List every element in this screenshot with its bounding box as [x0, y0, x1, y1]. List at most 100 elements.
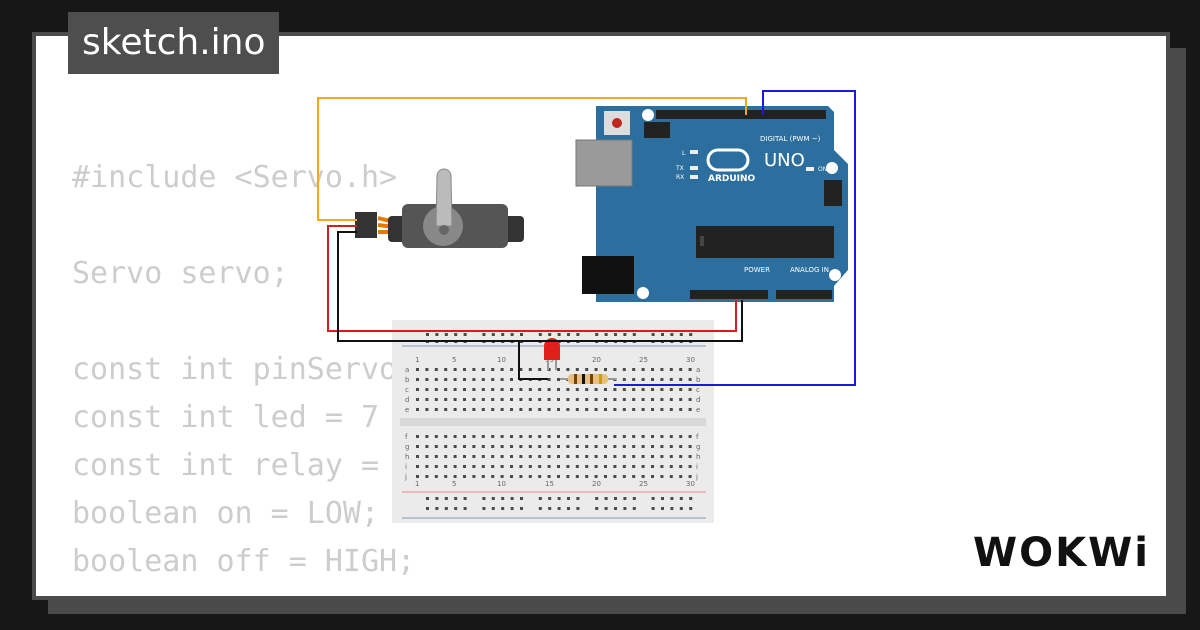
breadboard-hole [472, 475, 476, 478]
column-label: 30 [686, 480, 695, 488]
breadboard-hole [425, 398, 429, 401]
mounting-hole [642, 109, 654, 121]
breadboard-hole [566, 475, 570, 478]
breadboard-hole [453, 388, 457, 391]
breadboard-hole [426, 333, 429, 336]
breadboard-hole [528, 388, 532, 391]
servo-motor[interactable] [355, 168, 524, 248]
breadboard-hole [463, 475, 466, 478]
breadboard-hole [594, 445, 598, 448]
breadboard-hole [481, 435, 485, 438]
wire-red-power[interactable] [327, 225, 737, 332]
breadboard-hole [453, 368, 457, 371]
breadboard-hole [528, 445, 532, 448]
breadboard-hole [622, 368, 626, 371]
breadboard-hole [500, 475, 504, 478]
breadboard-hole [528, 408, 532, 411]
arduino-uno-board[interactable]: UNO ARDUINO DIGITAL (PWM ~) POWER ANALOG… [575, 106, 848, 302]
wire-orange-signal[interactable] [317, 97, 747, 221]
breadboard-hole [651, 435, 654, 438]
breadboard-hole [575, 445, 579, 448]
mounting-hole [829, 269, 841, 281]
breadboard-hole [669, 475, 673, 478]
breadboard-hole [538, 388, 542, 391]
code-line: boolean on = LOW; [72, 496, 380, 531]
breadboard-hole [434, 408, 438, 411]
breadboard-hole [585, 398, 589, 401]
breadboard-hole [481, 445, 485, 448]
red-led[interactable] [544, 338, 560, 370]
servo-horn[interactable] [435, 168, 453, 227]
breadboard-hole [500, 445, 504, 448]
column-label: 5 [452, 356, 456, 364]
resistor-band [582, 374, 585, 384]
breadboard-hole [538, 445, 542, 448]
breadboard-hole [463, 333, 467, 336]
breadboard-hole [454, 333, 458, 336]
wire-black-led-ground[interactable] [518, 341, 548, 380]
breadboard-hole [604, 507, 608, 510]
file-tab[interactable]: sketch.ino [68, 12, 280, 74]
resistor[interactable] [560, 374, 616, 384]
breadboard-hole [632, 368, 636, 371]
breadboard-hole [472, 398, 476, 401]
breadboard-hole [444, 368, 448, 371]
breadboard-hole [661, 497, 664, 500]
wire-blue-led[interactable] [614, 90, 856, 386]
breadboard-hole [651, 497, 655, 500]
breadboard-hole [651, 368, 654, 371]
breadboard-hole [622, 398, 626, 401]
breadboard-hole [481, 378, 485, 381]
breadboard-hole [623, 507, 627, 510]
breadboard-hole [510, 435, 513, 438]
breadboard-hole [688, 388, 692, 391]
row-label: a [405, 366, 409, 374]
breadboard-hole [519, 398, 523, 401]
breadboard-hole [472, 445, 476, 448]
breadboard-hole [463, 398, 466, 401]
breadboard-hole [491, 333, 495, 336]
usb-port [575, 139, 633, 187]
wire-black-ground[interactable] [337, 231, 743, 342]
breadboard-hole [500, 368, 504, 371]
row-label: e [405, 406, 409, 414]
breadboard-hole [481, 408, 485, 411]
breadboard-hole [481, 475, 485, 478]
row-label: h [696, 453, 700, 461]
breadboard-hole [538, 333, 542, 336]
breadboard-hole [670, 497, 674, 500]
breadboard-hole [679, 455, 683, 458]
breadboard-hole [669, 445, 673, 448]
breadboard-hole [669, 368, 673, 371]
atmega-chip [696, 226, 834, 258]
code-line: Servo servo; [72, 256, 289, 291]
breadboard-hole [660, 465, 664, 468]
breadboard-hole [434, 435, 438, 438]
breadboard-hole [435, 507, 439, 510]
breadboard-hole [519, 435, 523, 438]
breadboard-hole [622, 475, 626, 478]
row-label: b [405, 376, 410, 384]
breadboard-hole [651, 445, 654, 448]
column-label: 1 [415, 480, 419, 488]
breadboard-hole [528, 475, 532, 478]
icsp-header-right [824, 180, 842, 206]
reset-button-cap [612, 118, 622, 128]
breadboard-hole [669, 378, 673, 381]
breadboard-hole [538, 465, 542, 468]
breadboard-hole [632, 475, 636, 478]
breadboard-hole [566, 398, 570, 401]
breadboard-hole [453, 398, 457, 401]
board-label-on: ON [818, 166, 827, 173]
breadboard-hole [604, 497, 608, 500]
breadboard-hole [585, 445, 589, 448]
breadboard-hole [622, 378, 626, 381]
breadboard-hole [604, 388, 607, 391]
breadboard-hole [538, 368, 542, 371]
breadboard-hole [622, 445, 626, 448]
breadboard-hole [557, 435, 560, 438]
breadboard-hole [425, 475, 429, 478]
breadboard-hole [519, 408, 523, 411]
breadboard-hole [500, 398, 504, 401]
breadboard-hole [688, 435, 692, 438]
